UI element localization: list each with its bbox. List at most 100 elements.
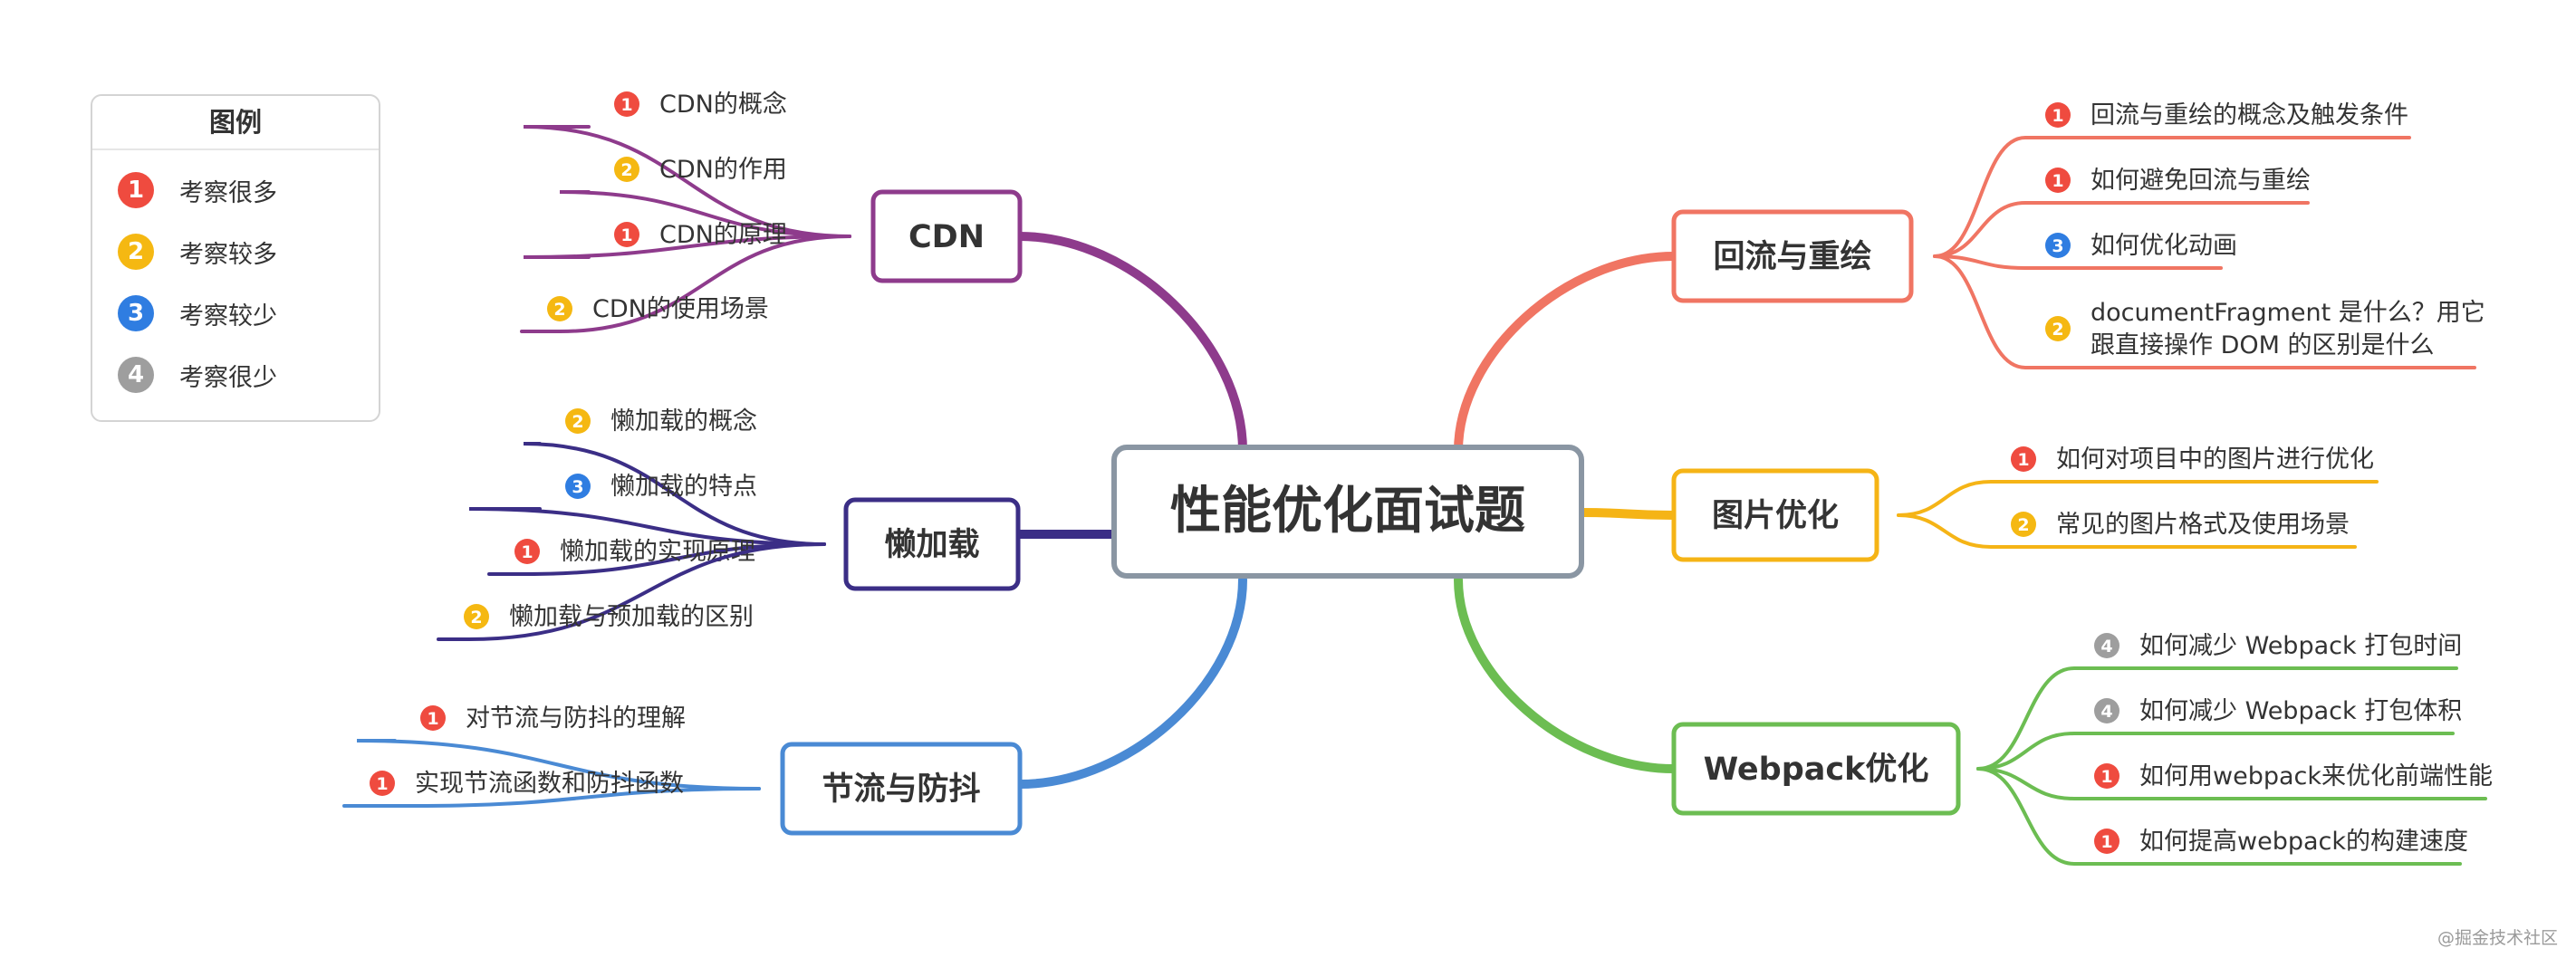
leaf-label: 如何用webpack来优化前端性能 [2139, 762, 2493, 790]
priority-badge-number: 2 [2052, 320, 2063, 340]
priority-badge-number: 2 [2017, 515, 2029, 535]
branch-node-box [1671, 209, 1914, 303]
leaf-node: 1 如何对项目中的图片进行优化 [2011, 445, 2374, 474]
leaf-connector [1976, 666, 2458, 771]
leaf-connector [559, 190, 851, 238]
leaf-label: 对节流与防抖的理解 [466, 704, 686, 733]
priority-badge-number: 1 [2100, 767, 2112, 787]
leaf-label: 懒加载的概念 [610, 407, 757, 436]
priority-1-badge-icon [614, 91, 639, 117]
branch-node-box [1671, 468, 1879, 562]
leaf-connector [523, 125, 851, 238]
leaf-connector [356, 739, 761, 790]
leaf-label: CDN的使用场景 [592, 295, 769, 323]
leaf-connector [1933, 254, 2223, 270]
priority-1-badge-icon [2094, 829, 2119, 854]
legend-item-4: 4 考察很少 [118, 355, 277, 395]
leaf-node: 1 如何用webpack来优化前端性能 [2094, 762, 2493, 790]
leaf-node: 1 懒加载的实现原理 [514, 538, 755, 566]
legend-item-2: 2 考察较多 [118, 232, 277, 272]
leaf-label: 如何提高webpack的构建速度 [2139, 828, 2468, 856]
root-node: 性能优化面试题 [1111, 445, 1584, 579]
leaf-connector [468, 507, 826, 546]
branch-node-box [870, 189, 1023, 283]
priority-badge-number: 1 [427, 709, 438, 729]
leaf-connector [1976, 767, 2462, 866]
leaf-label: CDN的概念 [659, 91, 787, 119]
priority-1-badge-icon: 1 [118, 172, 154, 208]
legend-title: 图例 [92, 96, 379, 150]
priority-3-badge-icon [2045, 233, 2071, 258]
leaf-node: 1 CDN的概念 [614, 91, 787, 119]
leaf-node: 1 对节流与防抖的理解 [420, 704, 686, 733]
priority-badge-number: 2 [620, 160, 632, 180]
priority-badge-number: 1 [620, 95, 632, 115]
leaf-label: 实现节流函数和防抖函数 [415, 770, 684, 798]
priority-1-badge-icon [2094, 763, 2119, 789]
legend-item-label: 考察很少 [179, 363, 277, 392]
priority-1-badge-icon [514, 539, 540, 564]
priority-1-badge-icon [420, 705, 446, 731]
leaf-node: 2 懒加载的概念 [565, 407, 757, 436]
legend-item-1: 1 考察很多 [118, 170, 277, 210]
leaf-node: 2 CDN的作用 [614, 156, 787, 184]
trunk-reflow [1454, 252, 1678, 455]
leaf-node: 1 CDN的原理 [614, 221, 787, 249]
priority-3-badge-icon [565, 474, 591, 499]
trunk-cdn [1015, 232, 1247, 455]
priority-badge-number: 1 [2052, 106, 2063, 126]
priority-2-badge-icon [547, 296, 572, 321]
priority-1-badge-icon [614, 222, 639, 247]
priority-4-badge-icon [2094, 633, 2119, 658]
priority-badge-number: 2 [572, 412, 583, 432]
priority-badge-number: 3 [2052, 236, 2063, 256]
priority-1-badge-icon [2045, 168, 2071, 193]
leaf-connector [437, 542, 826, 641]
leaf-connector [1976, 767, 2487, 800]
priority-2-badge-icon [565, 408, 591, 434]
leaf-connector [1933, 136, 2411, 258]
priority-badge-number: 1 [2100, 832, 2112, 852]
leaf-connector [1897, 480, 2379, 517]
leaf-node: 1 如何避免回流与重绘 [2045, 167, 2311, 195]
branch-title: CDN [908, 219, 985, 255]
leaf-label: CDN的原理 [659, 221, 787, 249]
branch-node-box [1671, 722, 1961, 816]
legend-item-label: 考察较多 [179, 240, 277, 269]
leaf-label: 如何优化动画 [2091, 232, 2237, 260]
leaf-label: documentFragment 是什么？用它 [2091, 299, 2485, 327]
priority-badge-number: 1 [2052, 171, 2063, 191]
priority-badge-number: 4 [2100, 702, 2112, 722]
leaf-node: 1 实现节流函数和防抖函数 [370, 770, 684, 798]
priority-4-badge-icon: 4 [118, 357, 154, 393]
priority-3-badge-icon: 3 [118, 295, 154, 331]
priority-badge-number: 4 [2100, 637, 2112, 656]
leaf-label: 如何避免回流与重绘 [2091, 167, 2311, 195]
priority-badge-number: 1 [376, 774, 388, 794]
leaf-connector [1933, 201, 2310, 258]
watermark: @掘金技术社区 [2437, 928, 2558, 948]
priority-1-badge-icon [2045, 102, 2071, 128]
leaf-node: 1 如何提高webpack的构建速度 [2094, 828, 2468, 856]
priority-badge-number: 1 [2017, 450, 2029, 470]
leaf-label: 常见的图片格式及使用场景 [2056, 511, 2350, 539]
priority-badge-number: 1 [620, 225, 632, 245]
priority-4-badge-icon [2094, 698, 2119, 723]
legend-item-label: 考察较少 [179, 302, 277, 331]
leaf-label: 懒加载的实现原理 [560, 538, 755, 566]
leaf-label: CDN的作用 [659, 156, 787, 184]
priority-badge-number: 1 [521, 542, 533, 562]
leaf-label: 如何对项目中的图片进行优化 [2056, 445, 2374, 474]
